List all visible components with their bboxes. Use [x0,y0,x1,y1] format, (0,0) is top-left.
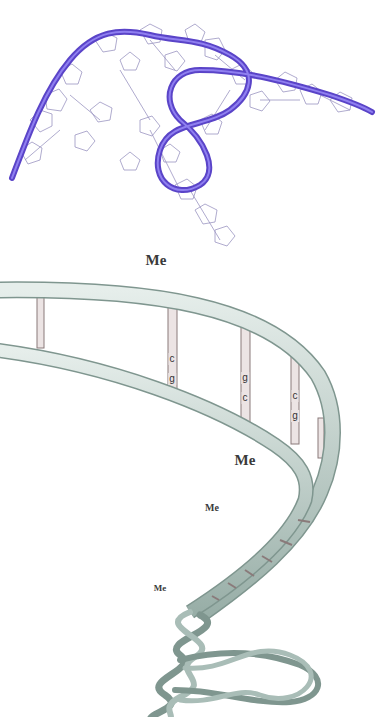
dna-small-rungs [212,520,310,600]
base-letter: g [291,410,299,422]
base-letter: c [242,392,249,404]
methyl-label: Me [146,253,167,268]
dna-strand-fill [0,290,333,615]
rna-ribbon-highlight [12,32,372,190]
methyl-label: Me [205,503,219,513]
dna-helix [150,612,318,717]
methyl-label: Me [235,453,256,468]
dna-rungs [37,296,324,458]
base-letter: g [168,373,176,385]
rna-ribbon [12,32,372,190]
base-letter: g [241,372,249,384]
dna-strand-fill [0,350,306,612]
base-letter: c [292,390,299,402]
dna-strand [0,350,306,612]
base-letter: c [169,353,176,365]
dna-strand [0,290,333,615]
methyl-label: Me [154,584,167,593]
